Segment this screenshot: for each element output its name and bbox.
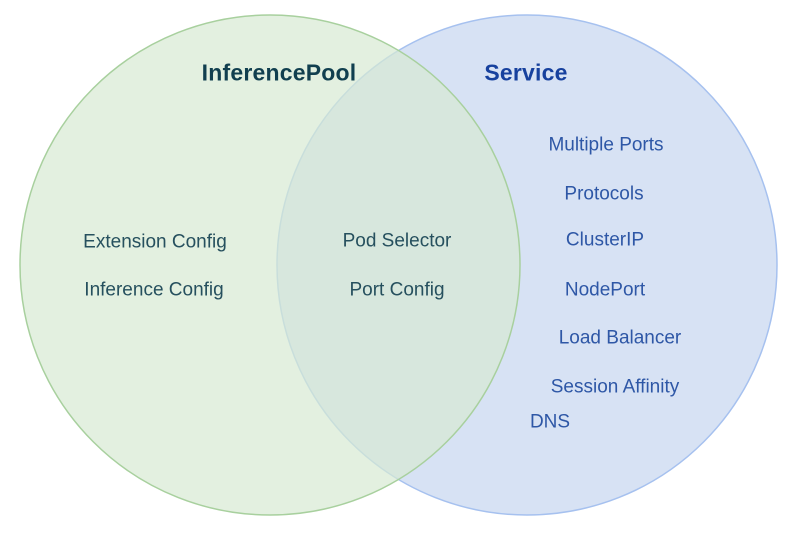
right-item-dns: DNS [529,411,571,433]
inferencepool-circle [19,14,521,516]
right-item-load-balancer: Load Balancer [558,327,682,349]
right-item-nodeport: NodePort [564,279,646,301]
right-item-protocols: Protocols [564,183,644,205]
left-item-extension-config: Extension Config [83,231,227,253]
right-item-clusterip: ClusterIP [565,229,645,251]
inferencepool-title: InferencePool [201,59,357,86]
service-title: Service [484,59,568,86]
right-item-multiple-ports: Multiple Ports [548,134,664,156]
right-item-session-affinity: Session Affinity [550,376,680,398]
intersection-item-pod-selector: Pod Selector [342,230,452,252]
left-item-inference-config: Inference Config [84,279,224,301]
intersection-item-port-config: Port Config [349,279,445,301]
